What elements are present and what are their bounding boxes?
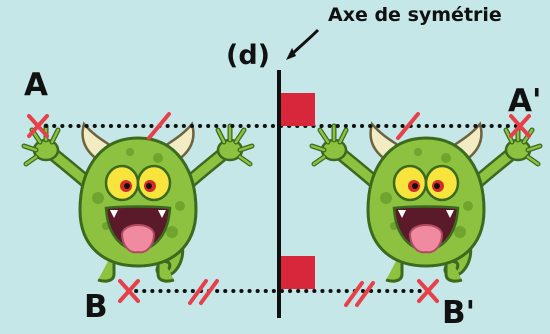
- right-angle-bottom: [281, 256, 315, 289]
- tick-mark-single-left: [147, 112, 171, 140]
- cross-a-prime: [509, 114, 531, 138]
- point-b-label: B: [84, 289, 108, 325]
- point-b-prime-label: B': [442, 295, 476, 331]
- point-a-prime-label: A': [508, 83, 542, 119]
- cross-b: [118, 279, 140, 303]
- axis-name-label: (d): [226, 40, 271, 71]
- tick-mark-double-left: [188, 279, 219, 305]
- monster-reflected: [312, 124, 540, 281]
- tick-mark-single-right: [396, 112, 420, 140]
- arrow-icon: [286, 28, 320, 60]
- right-angle-top: [281, 93, 315, 126]
- monster-original: [24, 124, 252, 281]
- axis-title-label: Axe de symétrie: [328, 4, 502, 26]
- tick-mark-double-right: [344, 281, 375, 307]
- cross-a: [27, 114, 49, 138]
- point-a-label: A: [24, 67, 48, 103]
- cross-b-prime: [417, 279, 439, 303]
